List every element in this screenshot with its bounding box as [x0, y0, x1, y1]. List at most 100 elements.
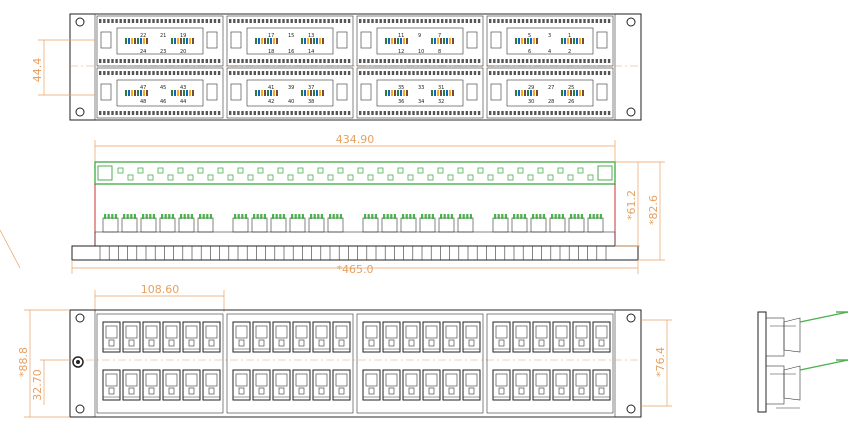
top-pin	[123, 19, 126, 23]
idc-block	[327, 217, 344, 233]
port-number: 48	[140, 99, 146, 105]
top-pin	[591, 59, 594, 63]
top-wire	[561, 38, 563, 44]
top-pin	[315, 111, 318, 115]
top-pin	[127, 111, 131, 115]
idc-contact	[589, 214, 592, 219]
idc-block	[492, 217, 509, 233]
idc-contact	[171, 214, 174, 219]
idc-contact	[152, 214, 155, 219]
top-pin	[172, 19, 176, 23]
top-wire	[255, 38, 257, 44]
rj45-latch	[148, 387, 155, 395]
rj45-latch	[238, 387, 245, 395]
port-number: 40	[288, 99, 294, 105]
side-jack-lower	[765, 365, 785, 405]
top-pin	[302, 71, 306, 75]
top-wire	[434, 38, 436, 44]
rj45-opening	[555, 373, 568, 387]
top-pin	[306, 59, 310, 63]
top-pin	[286, 59, 289, 63]
top-pin	[416, 59, 419, 63]
top-wire	[536, 90, 538, 96]
top-pin	[201, 111, 204, 115]
top-wire	[564, 90, 566, 96]
top-wire	[394, 38, 396, 44]
top-wire	[536, 38, 538, 44]
rj45-port	[362, 321, 381, 353]
idc-contact	[520, 214, 523, 219]
top-pin	[115, 111, 118, 115]
rj45-opening	[335, 325, 348, 339]
top-pin	[371, 71, 374, 75]
top-pin	[571, 59, 574, 63]
top-pin	[347, 111, 351, 115]
top-pin	[189, 19, 192, 23]
top-pin	[107, 19, 110, 23]
idc-block	[568, 217, 585, 233]
top-pin	[493, 71, 496, 75]
rj45-opening	[595, 325, 608, 339]
top-pin	[99, 19, 102, 23]
top-pin	[583, 71, 586, 75]
port-number: 18	[268, 49, 274, 55]
idc-contact	[466, 214, 469, 219]
top-pin	[546, 59, 549, 63]
rj45-port	[312, 369, 331, 401]
rj45-opening	[145, 325, 158, 339]
port-number: 39	[288, 85, 294, 91]
top-module-window	[246, 27, 334, 55]
top-pin	[164, 111, 167, 115]
rj45-latch	[168, 387, 175, 395]
top-pin	[193, 111, 196, 115]
rj45-opening	[535, 325, 548, 339]
top-module	[486, 67, 614, 119]
rj45-opening	[105, 325, 118, 339]
idc-contact	[383, 214, 386, 219]
top-pin	[103, 19, 106, 23]
pcb-pad	[297, 167, 304, 174]
top-pin	[607, 19, 611, 23]
idc-contact	[580, 214, 583, 219]
top-pin	[387, 111, 391, 115]
port-number: 13	[308, 33, 314, 39]
port-number: 42	[268, 99, 274, 105]
pcb-pad	[267, 174, 274, 181]
top-pin	[249, 71, 252, 75]
idc-contact	[187, 214, 190, 219]
top-pin	[209, 59, 213, 63]
rj45-opening	[385, 373, 398, 387]
top-pin	[144, 111, 147, 115]
top-pin	[107, 71, 110, 75]
top-pin	[315, 19, 318, 23]
top-pin	[302, 19, 306, 23]
top-pin	[298, 59, 302, 63]
top-pin	[542, 19, 545, 23]
rj45-opening	[275, 325, 288, 339]
rj45-port	[102, 369, 121, 401]
idc-contact	[494, 214, 497, 219]
top-pin	[213, 71, 217, 75]
top-pin	[424, 71, 427, 75]
idc-contact	[424, 214, 427, 219]
rj45-port	[532, 321, 551, 353]
idc-block	[362, 217, 379, 233]
side-pcb-upper	[799, 311, 849, 323]
top-pin	[278, 19, 281, 23]
top-pin	[453, 111, 456, 115]
top-pin	[140, 59, 143, 63]
top-pin	[343, 111, 347, 115]
top-pin	[257, 111, 261, 115]
top-pin	[176, 71, 180, 75]
top-pin	[432, 111, 436, 115]
top-pin	[343, 19, 347, 23]
rj45-latch	[558, 339, 565, 347]
pcb-pad	[287, 174, 294, 181]
rj45-port	[202, 369, 221, 401]
pcb-pad	[307, 174, 314, 181]
top-pin	[391, 19, 395, 23]
rj45-latch	[148, 339, 155, 347]
top-pin	[441, 71, 444, 75]
rj45-latch	[318, 387, 325, 395]
top-pin	[579, 71, 582, 75]
